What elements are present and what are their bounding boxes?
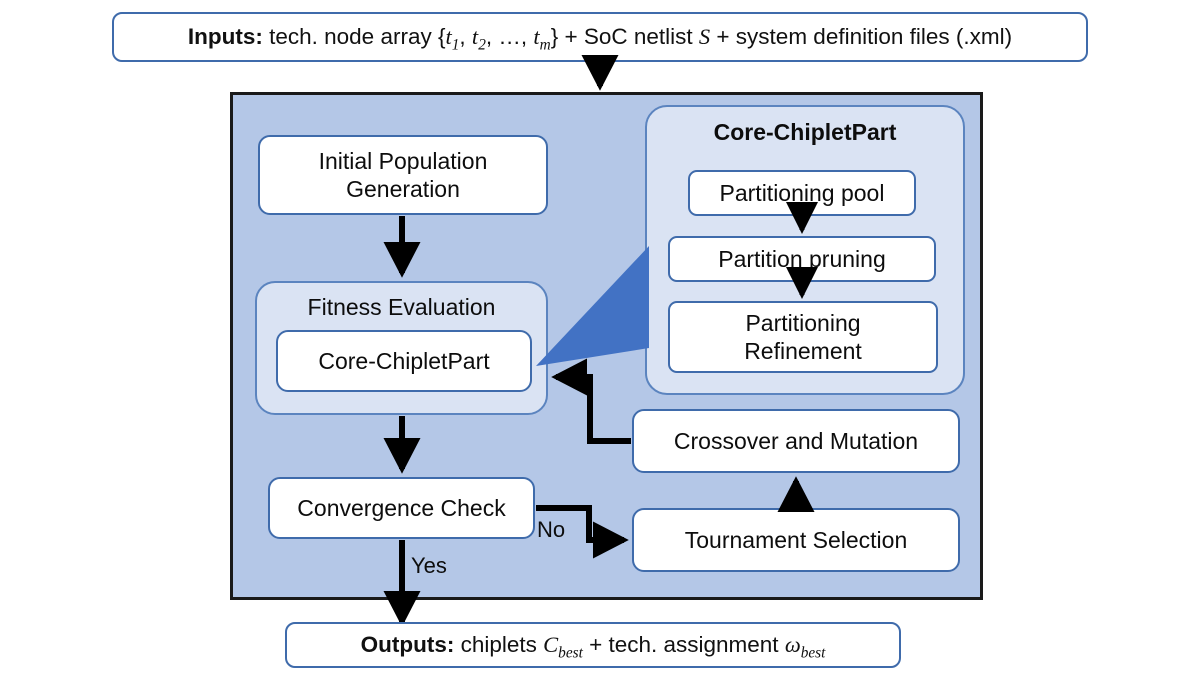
arrow-convergence-no-to-tournament — [536, 505, 629, 559]
edge-label-no: No — [537, 517, 566, 542]
outputs-sym-c: C — [543, 632, 559, 657]
outputs-sym-omega-sub: best — [800, 644, 826, 662]
inputs-box: Inputs: tech. node array {t1, t2, …, tm}… — [112, 12, 1088, 62]
node-partitioning-refinement-line2: Refinement — [744, 338, 862, 364]
node-convergence-check-label: Convergence Check — [297, 494, 506, 521]
node-initial-population-line2: Generation — [346, 176, 460, 202]
node-tournament-selection[interactable]: Tournament Selection — [632, 508, 960, 572]
inputs-sym-tm: t — [533, 24, 540, 49]
node-partitioning-refinement-line1: Partitioning — [745, 309, 861, 336]
inputs-text-2: , — [459, 24, 472, 49]
inputs-label: Inputs: — [187, 24, 263, 49]
outputs-text-2: + tech. assignment — [582, 632, 785, 657]
outputs-sym-c-sub: best — [558, 644, 583, 662]
node-crossover-and-mutation-label: Crossover and Mutation — [673, 427, 919, 454]
node-fitness-core-chipletpart-label: Core-ChipletPart — [318, 347, 490, 374]
inputs-sym-s: S — [698, 24, 711, 49]
node-crossover-and-mutation[interactable]: Crossover and Mutation — [632, 409, 960, 473]
inputs-text-5: + system definition files (.xml) — [710, 24, 1013, 49]
outputs-box: Outputs: chiplets Cbest + tech. assignme… — [285, 622, 901, 668]
inputs-text: Inputs: tech. node array {t1, t2, …, tm}… — [174, 24, 1026, 53]
inputs-text-4: } + SoC netlist — [550, 24, 699, 49]
core-chipletpart-panel-title: Core-ChipletPart — [713, 119, 897, 145]
node-partitioning-refinement[interactable]: Partitioning Refinement — [668, 301, 938, 373]
inputs-sym-t1: t — [445, 24, 452, 49]
node-fitness-core-chipletpart[interactable]: Core-ChipletPart — [276, 330, 532, 392]
inputs-text-1: tech. node array { — [262, 24, 446, 49]
fitness-evaluation-title: Fitness Evaluation — [307, 294, 496, 320]
inputs-sym-t1-sub: 1 — [451, 36, 460, 54]
node-tournament-selection-label: Tournament Selection — [684, 526, 908, 553]
edge-label-yes: Yes — [411, 553, 447, 578]
inputs-sym-t2-sub: 2 — [478, 36, 486, 54]
node-initial-population-line1: Initial Population — [318, 147, 488, 174]
inputs-text-3: , …, — [485, 24, 534, 49]
node-initial-population-generation[interactable]: Initial Population Generation — [258, 135, 548, 215]
node-convergence-check[interactable]: Convergence Check — [268, 477, 535, 539]
inputs-sym-tm-sub: m — [539, 36, 551, 54]
inputs-sym-t2: t — [471, 24, 479, 49]
node-partitioning-pool-label: Partitioning pool — [719, 179, 885, 206]
outputs-label: Outputs: — [360, 632, 455, 657]
outputs-sym-omega: ω — [784, 632, 801, 657]
outputs-text-1: chiplets — [454, 632, 544, 657]
outputs-text: Outputs: chiplets Cbest + tech. assignme… — [347, 632, 840, 661]
arrow-crossover-to-fitness — [551, 358, 631, 444]
